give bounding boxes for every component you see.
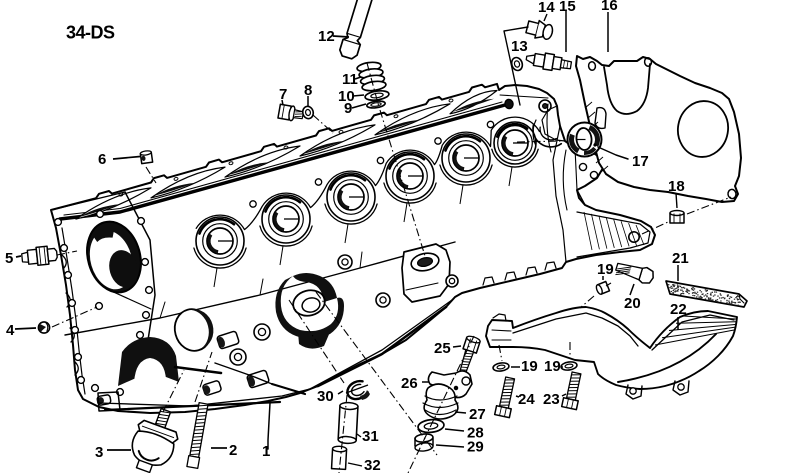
svg-text:10: 10 (338, 88, 355, 105)
svg-text:6: 6 (98, 151, 106, 168)
svg-text:15: 15 (559, 0, 576, 15)
svg-text:18: 18 (668, 178, 685, 195)
svg-text:5: 5 (5, 250, 13, 267)
svg-text:21: 21 (672, 250, 689, 267)
svg-text:30: 30 (317, 388, 334, 405)
svg-text:19: 19 (597, 261, 614, 278)
svg-text:23: 23 (543, 391, 560, 408)
svg-text:19: 19 (521, 358, 538, 375)
svg-text:17: 17 (632, 153, 649, 170)
svg-text:3: 3 (95, 444, 103, 461)
svg-text:7: 7 (279, 86, 287, 103)
svg-text:14: 14 (538, 0, 555, 16)
svg-text:34-DS: 34-DS (66, 23, 115, 43)
svg-text:19: 19 (544, 358, 561, 375)
svg-text:25: 25 (434, 340, 451, 357)
svg-text:13: 13 (511, 38, 528, 55)
svg-text:11: 11 (342, 71, 358, 88)
svg-text:2: 2 (229, 442, 237, 459)
svg-text:1: 1 (262, 443, 270, 460)
svg-text:32: 32 (364, 457, 381, 473)
svg-text:8: 8 (304, 82, 312, 99)
svg-text:12: 12 (318, 28, 335, 45)
svg-text:9: 9 (344, 100, 352, 117)
svg-text:20: 20 (624, 295, 641, 312)
svg-text:27: 27 (469, 406, 486, 423)
svg-text:22: 22 (670, 301, 687, 318)
svg-text:16: 16 (601, 0, 618, 14)
svg-text:26: 26 (401, 375, 418, 392)
svg-text:4: 4 (6, 322, 15, 339)
svg-text:28: 28 (467, 425, 484, 442)
svg-text:24: 24 (518, 391, 535, 408)
svg-text:31: 31 (362, 428, 379, 445)
svg-text:29: 29 (467, 439, 484, 456)
